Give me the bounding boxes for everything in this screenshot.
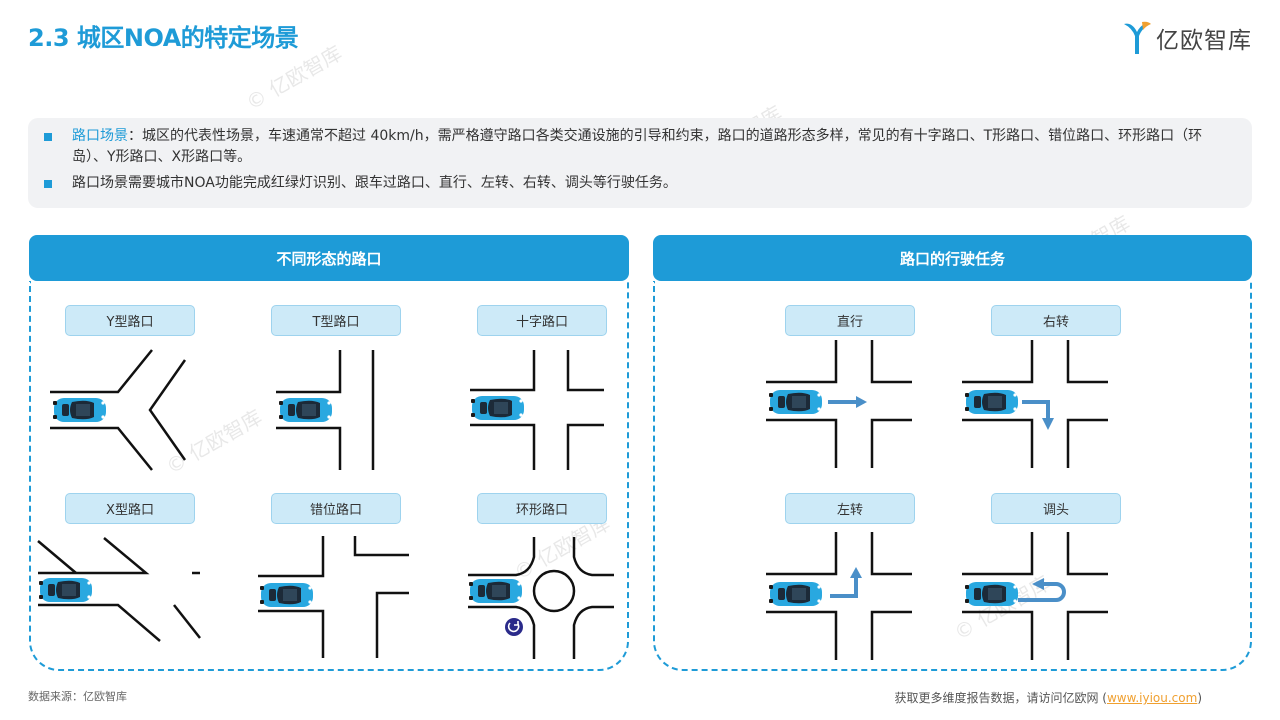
label-right-turn: 右转 [991,305,1121,336]
u-turn-task-diagram [962,532,1108,660]
left-panel-body [29,281,629,671]
car-icon [53,398,106,422]
straight-arrow-icon [828,396,867,408]
label-u-turn: 调头 [991,493,1121,524]
car-icon [39,578,92,602]
label-offset-intersection: 错位路口 [271,493,401,524]
label-cross-intersection: 十字路口 [477,305,607,336]
offset-intersection-diagram [258,536,409,658]
footer-suffix: ) [1197,691,1202,705]
footer-link[interactable]: www.iyiou.com [1106,691,1198,705]
bullet-text: 路口场景需要城市NOA功能完成红绿灯识别、跟车过路口、直行、左转、右转、调头等行… [72,175,677,191]
label-t-intersection: T型路口 [271,305,401,336]
footer-more-info: 获取更多维度报告数据，请访问亿欧网 (www.iyiou.com) [894,689,1202,706]
u-turn-arrow-icon [1018,578,1066,602]
right-panel-header: 路口的行驶任务 [653,235,1252,281]
x-intersection-diagram [37,537,201,642]
car-icon [279,398,332,422]
car-icon [471,396,524,420]
car-icon [769,390,822,414]
label-straight: 直行 [785,305,915,336]
intro-bullet-1: 路口场景：城区的代表性场景，车速通常不超过 40km/h，需严格遵守路口各类交通… [44,126,1236,168]
left-turn-arrow-icon [830,567,862,598]
cross-intersection-diagram [470,350,604,470]
car-icon [769,582,822,606]
car-icon [469,579,522,603]
label-y-intersection: Y型路口 [65,305,195,336]
car-icon [260,583,313,607]
left-turn-task-diagram [766,532,912,660]
bullet-text: ：城区的代表性场景，车速通常不超过 40km/h，需严格遵守路口各类交通设施的引… [72,128,1203,165]
label-roundabout: 环形路口 [477,493,607,524]
car-icon [965,582,1018,606]
label-left-turn: 左转 [785,493,915,524]
roundabout-diagram [468,537,614,659]
logo: 亿欧智库 [1122,20,1252,56]
right-panel-body [653,281,1252,671]
y-intersection-diagram [50,349,187,471]
logo-mark-icon [1124,21,1151,54]
page-title: 2.3 城区NOA的特定场景 [28,24,299,52]
footer-source: 数据来源：亿欧智库 [28,690,127,703]
left-panel-header: 不同形态的路口 [29,235,629,281]
straight-task-diagram [766,340,912,468]
label-x-intersection: X型路口 [65,493,195,524]
intro-box: 路口场景：城区的代表性场景，车速通常不超过 40km/h，需严格遵守路口各类交通… [28,118,1252,208]
bullet-highlight: 路口场景 [72,128,128,144]
intro-bullet-2: 路口场景需要城市NOA功能完成红绿灯识别、跟车过路口、直行、左转、右转、调头等行… [44,173,1236,194]
right-turn-arrow-icon [1022,400,1054,430]
right-turn-task-diagram [962,340,1108,468]
roundabout-sign-icon [505,618,523,636]
t-intersection-diagram [276,350,375,470]
car-icon [965,390,1018,414]
footer-prefix: 获取更多维度报告数据，请访问亿欧网 ( [894,691,1107,705]
logo-text: 亿欧智库 [1156,28,1252,54]
